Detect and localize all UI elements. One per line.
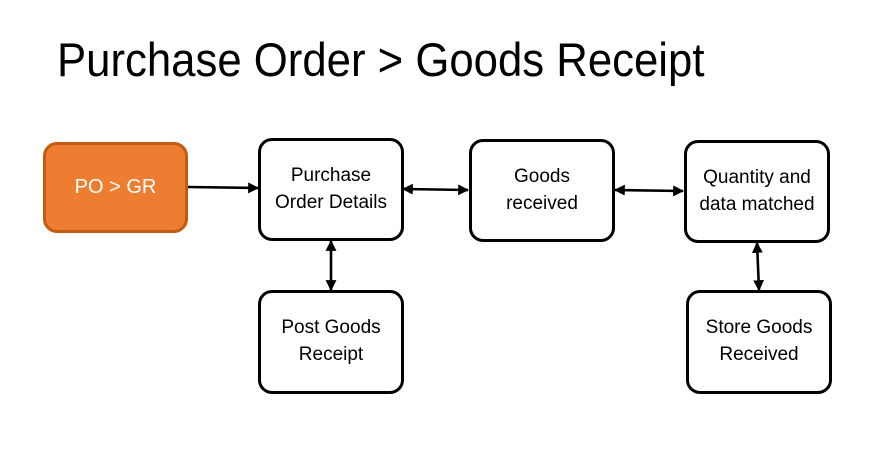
node-goods-received-label: Goods received	[506, 165, 578, 214]
node-purchase-order-details-label: Purchase Order Details	[275, 164, 387, 213]
edge-goods-received-qty-matched	[613, 184, 685, 197]
edge-start-to-po-details	[187, 182, 260, 194]
node-post-goods-receipt-label: Post Goods Receipt	[281, 317, 381, 365]
node-quantity-data-matched-label: Quantity and data matched	[699, 166, 815, 215]
node-store-goods-received-label: Store Goods Received	[705, 317, 813, 365]
node-store-goods-received[interactable]: Store Goods Received	[686, 290, 832, 394]
page-title: Purchase Order > Goods Receipt	[57, 33, 705, 86]
edge-po-details-goods-received	[401, 183, 470, 196]
edge-qty-matched-store-goods	[751, 241, 765, 292]
node-post-goods-receipt[interactable]: Post Goods Receipt	[258, 290, 404, 394]
node-goods-received[interactable]: Goods received	[469, 139, 615, 242]
node-purchase-order-details[interactable]: Purchase Order Details	[258, 138, 404, 241]
node-quantity-data-matched[interactable]: Quantity and data matched	[684, 140, 830, 243]
node-po-gr[interactable]: PO > GR	[43, 142, 188, 233]
node-po-gr-label: PO > GR	[74, 176, 157, 199]
